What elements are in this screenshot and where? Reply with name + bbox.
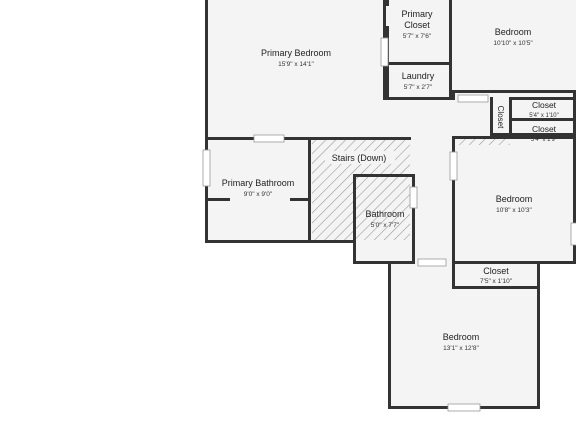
room-name: Bedroom xyxy=(443,332,480,342)
room-dimensions: 5'4" x 1'10" xyxy=(529,113,559,119)
room-name: Bedroom xyxy=(496,194,533,204)
room-closet-small: Closet xyxy=(496,106,505,129)
room-dimensions: 9'0" x 9'0" xyxy=(244,191,273,198)
room-primary-bedroom: Primary Bedroom 15'9" x 14'1" xyxy=(261,48,331,68)
room-dimensions: 7'5" x 1'10" xyxy=(480,278,513,285)
room-stairs: Stairs (Down) xyxy=(325,151,395,164)
room-name: Primary Bedroom xyxy=(261,48,331,58)
room-primary-closet: Primary Closet 5'7" x 7'6" xyxy=(402,9,433,40)
stairs-label-backdrop xyxy=(325,151,395,164)
room-dimensions: 15'9" x 14'1" xyxy=(278,61,314,68)
room-name-line2: Closet xyxy=(404,20,430,30)
room-name: Bedroom xyxy=(495,27,532,37)
room-bathroom: Bathroom 5'0" x 7'7" xyxy=(365,209,404,229)
room-name: Bathroom xyxy=(365,209,404,219)
room-name: Closet xyxy=(483,266,509,276)
room-dimensions: 5'7" x 7'6" xyxy=(403,33,432,40)
room-bedroom-mid-right: Bedroom 10'8" x 10'3" xyxy=(496,194,533,214)
room-name: Laundry xyxy=(402,71,435,81)
room-dimensions: 10'8" x 10'3" xyxy=(496,207,532,214)
room-name: Closet xyxy=(532,124,557,134)
room-dimensions: 5'4" x 1'9" xyxy=(531,137,557,143)
room-laundry: Laundry 5'7" x 2'7" xyxy=(402,71,435,91)
room-name-line1: Primary xyxy=(402,9,433,19)
room-dimensions: 13'1" x 12'8" xyxy=(443,345,479,352)
room-name: Closet xyxy=(496,106,505,129)
windows xyxy=(202,37,576,412)
room-closet-b: Closet 5'4" x 1'9" xyxy=(531,124,557,143)
room-bedroom-top-right: Bedroom 10'10" x 10'5" xyxy=(493,27,533,47)
room-bedroom-bottom: Bedroom 13'1" x 12'8" xyxy=(443,332,480,352)
room-name: Closet xyxy=(532,100,557,110)
room-name: Primary Bathroom xyxy=(222,178,295,188)
room-dimensions: 5'7" x 2'7" xyxy=(404,84,433,91)
room-name: Stairs (Down) xyxy=(332,153,387,163)
room-closet-bottom: Closet 7'5" x 1'10" xyxy=(480,266,513,285)
room-closet-a: Closet 5'4" x 1'10" xyxy=(529,100,559,119)
hatch-strip xyxy=(457,139,510,145)
room-dimensions: 10'10" x 10'5" xyxy=(493,40,533,47)
room-primary-bathroom: Primary Bathroom 9'0" x 9'0" xyxy=(222,178,295,198)
room-dimensions: 5'0" x 7'7" xyxy=(371,222,400,229)
